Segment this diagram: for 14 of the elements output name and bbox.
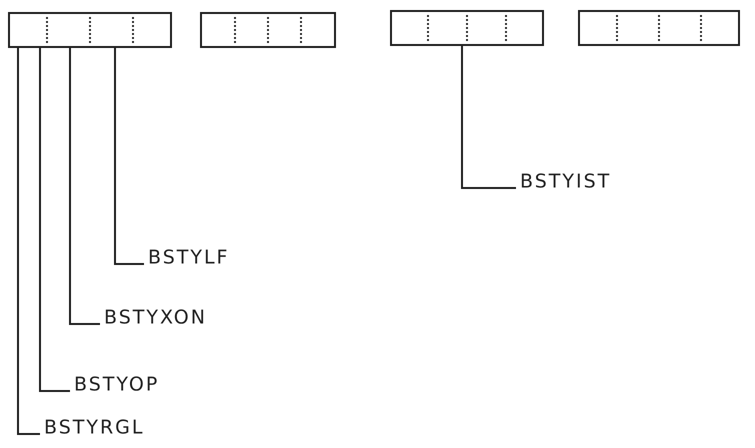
field-label: BSTYLF — [148, 248, 230, 268]
register-box — [8, 12, 172, 48]
register-box — [200, 12, 336, 48]
register-box — [578, 10, 740, 46]
leader-line — [461, 46, 516, 189]
leader-line — [17, 48, 40, 435]
leader-line — [114, 48, 144, 265]
field-label: BSTYXON — [104, 308, 207, 328]
leader-line — [39, 48, 70, 392]
register-box — [390, 10, 544, 46]
field-label: BSTYOP — [74, 376, 160, 394]
leader-line — [69, 48, 100, 325]
field-label: BSTYIST — [520, 172, 612, 192]
field-label: BSTYRGL — [44, 418, 144, 438]
